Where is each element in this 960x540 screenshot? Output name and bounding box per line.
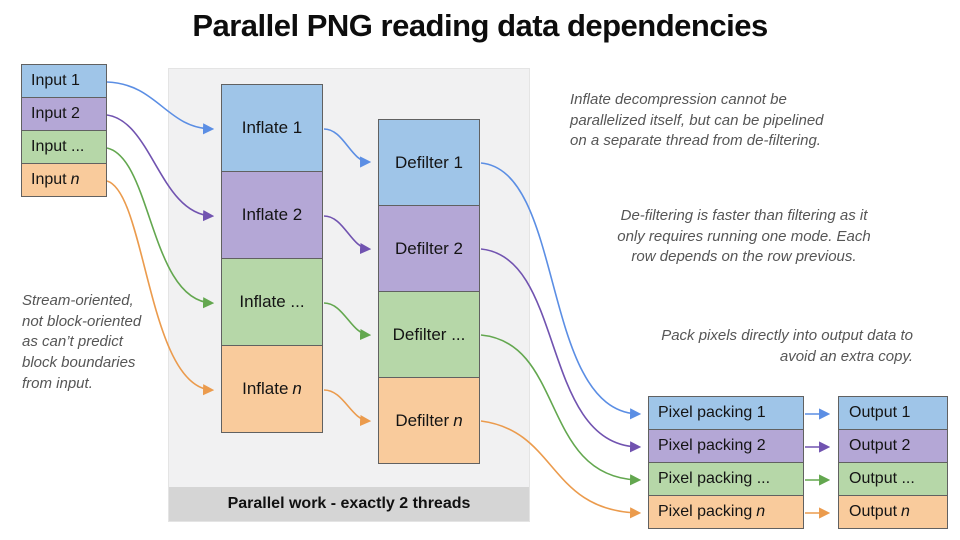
inflate-box-ellipsis: Inflate ... [221, 258, 323, 346]
output-label: Output 1 [849, 404, 911, 421]
inflate-label: Inflate 1 [241, 118, 303, 137]
inflate-box-2: Inflate 2 [221, 171, 323, 259]
output-box-1: Output 1 [838, 396, 948, 430]
pixel-packing-label: Pixel packing 2 [658, 437, 766, 454]
annotation-pixel-packing: Pack pixels directly into output data to… [661, 327, 913, 365]
defilter-label: Defilter 2 [394, 238, 464, 258]
defilter-stack: Defilter 1 Defilter 2 Defilter ... Defil… [378, 119, 480, 464]
input-box-1: Input 1 [21, 64, 107, 98]
annotation-stream-oriented: Stream-oriented, not block-oriented as c… [22, 292, 142, 392]
input-box-2: Input 2 [21, 97, 107, 131]
pixel-packing-box-1: Pixel packing 1 [648, 396, 804, 430]
output-label: Output [849, 503, 898, 520]
output-box-2: Output 2 [838, 429, 948, 463]
defilter-label: Defilter [395, 410, 450, 430]
inflate-label: Inflate 2 [241, 205, 303, 224]
pixel-packing-stack: Pixel packing 1 Pixel packing 2 Pixel pa… [648, 396, 804, 529]
inflate-label: Inflate ... [239, 292, 305, 311]
output-label-var: n [901, 503, 910, 520]
defilter-label-var: n [453, 410, 463, 430]
input-label: Input 1 [31, 72, 80, 89]
inflate-label: Inflate [242, 379, 289, 398]
inflate-label-var: n [292, 379, 302, 398]
defilter-label: Defilter 1 [394, 152, 464, 172]
output-label: Output ... [849, 470, 915, 487]
pixel-packing-label: Pixel packing [658, 503, 753, 520]
output-label: Output 2 [849, 437, 911, 454]
pixel-packing-label-var: n [756, 503, 766, 520]
input-label-var: n [70, 171, 80, 188]
defilter-box-2: Defilter 2 [378, 205, 480, 292]
input-label: Input 2 [31, 105, 80, 122]
panel-footer-label: Parallel work - exactly 2 threads [169, 487, 529, 521]
pixel-packing-box-2: Pixel packing 2 [648, 429, 804, 463]
annotation-defiltering-speed: De-filtering is faster than filtering as… [617, 207, 871, 266]
page-title: Parallel PNG reading data dependencies [192, 8, 768, 43]
output-box-ellipsis: Output ... [838, 462, 948, 496]
pixel-packing-label: Pixel packing ... [658, 470, 771, 487]
inflate-box-1: Inflate 1 [221, 84, 323, 172]
defilter-box-ellipsis: Defilter ... [378, 291, 480, 378]
annotation-inflate-pipelining: Inflate decompression cannot be parallel… [570, 91, 824, 150]
input-label: Input ... [31, 138, 85, 155]
input-box-ellipsis: Input ... [21, 130, 107, 164]
pixel-packing-label: Pixel packing 1 [658, 404, 766, 421]
input-label: Input [31, 171, 67, 188]
defilter-box-1: Defilter 1 [378, 119, 480, 206]
defilter-label: Defilter ... [392, 324, 466, 344]
pixel-packing-box-ellipsis: Pixel packing ... [648, 462, 804, 496]
